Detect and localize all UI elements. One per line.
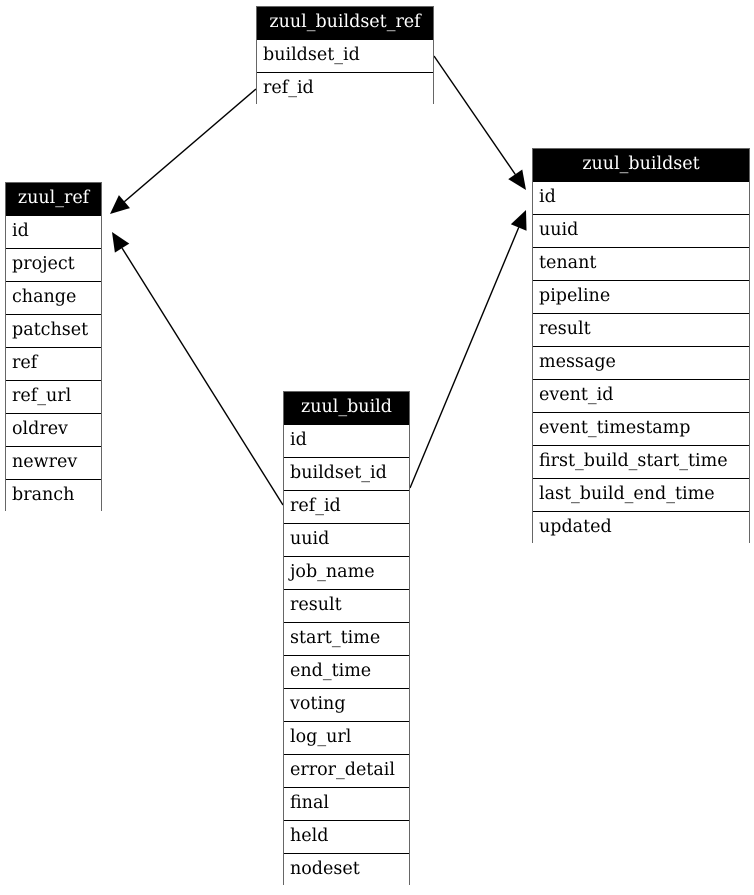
edge-build-to-ref-arrowhead-icon xyxy=(112,232,130,253)
column-zuul_buildset-tenant[interactable]: tenant xyxy=(533,247,749,280)
column-zuul_ref-change[interactable]: change xyxy=(6,281,101,314)
column-zuul_build-voting[interactable]: voting xyxy=(284,688,409,721)
edge-buildset-ref-to-ref xyxy=(110,88,257,214)
column-zuul_build-held[interactable]: held xyxy=(284,820,409,853)
column-zuul_buildset-event_id[interactable]: event_id xyxy=(533,379,749,412)
column-zuul_ref-newrev[interactable]: newrev xyxy=(6,446,101,479)
column-zuul_build-job_name[interactable]: job_name xyxy=(284,556,409,589)
column-zuul_build-ref_id[interactable]: ref_id xyxy=(284,490,409,523)
column-zuul_buildset_ref-ref_id[interactable]: ref_id xyxy=(257,72,433,105)
edge-build-to-ref-line xyxy=(121,247,284,506)
table-title-zuul_ref: zuul_ref xyxy=(6,183,101,215)
edge-buildset-ref-to-buildset-arrowhead-icon xyxy=(508,169,526,190)
column-zuul_ref-ref[interactable]: ref xyxy=(6,347,101,380)
column-zuul_buildset-first_build_start_time[interactable]: first_build_start_time xyxy=(533,445,749,478)
column-zuul_build-result[interactable]: result xyxy=(284,589,409,622)
edge-buildset-ref-to-ref-arrowhead-icon xyxy=(110,195,130,214)
edge-buildset-ref-to-buildset xyxy=(433,55,526,190)
column-zuul_buildset-pipeline[interactable]: pipeline xyxy=(533,280,749,313)
edge-build-to-ref xyxy=(112,232,284,506)
column-zuul_build-buildset_id[interactable]: buildset_id xyxy=(284,457,409,490)
column-zuul_build-id[interactable]: id xyxy=(284,424,409,457)
column-zuul_ref-project[interactable]: project xyxy=(6,248,101,281)
column-zuul_ref-id[interactable]: id xyxy=(6,215,101,248)
column-zuul_build-nodeset[interactable]: nodeset xyxy=(284,853,409,886)
table-title-zuul_buildset_ref: zuul_buildset_ref xyxy=(257,7,433,39)
column-zuul_buildset_ref-buildset_id[interactable]: buildset_id xyxy=(257,39,433,72)
table-title-zuul_build: zuul_build xyxy=(284,392,409,424)
column-zuul_buildset-event_timestamp[interactable]: event_timestamp xyxy=(533,412,749,445)
column-zuul_buildset-last_build_end_time[interactable]: last_build_end_time xyxy=(533,478,749,511)
column-zuul_buildset-result[interactable]: result xyxy=(533,313,749,346)
column-zuul_build-end_time[interactable]: end_time xyxy=(284,655,409,688)
column-zuul_ref-patchset[interactable]: patchset xyxy=(6,314,101,347)
column-zuul_ref-ref_url[interactable]: ref_url xyxy=(6,380,101,413)
edge-build-to-buildset-arrowhead-icon xyxy=(510,210,527,231)
column-zuul_buildset-id[interactable]: id xyxy=(533,181,749,214)
column-zuul_buildset-updated[interactable]: updated xyxy=(533,511,749,544)
column-zuul_build-final[interactable]: final xyxy=(284,787,409,820)
edge-build-to-buildset xyxy=(409,210,527,489)
column-zuul_build-uuid[interactable]: uuid xyxy=(284,523,409,556)
column-zuul_build-error_detail[interactable]: error_detail xyxy=(284,754,409,787)
edge-buildset-ref-to-ref-line xyxy=(123,88,257,203)
edge-buildset-ref-to-buildset-line xyxy=(433,55,516,175)
column-zuul_ref-branch[interactable]: branch xyxy=(6,479,101,512)
column-zuul_ref-oldrev[interactable]: oldrev xyxy=(6,413,101,446)
column-zuul_build-start_time[interactable]: start_time xyxy=(284,622,409,655)
column-zuul_build-log_url[interactable]: log_url xyxy=(284,721,409,754)
column-zuul_buildset-message[interactable]: message xyxy=(533,346,749,379)
edge-build-to-buildset-line xyxy=(409,227,520,489)
table-title-zuul_buildset: zuul_buildset xyxy=(533,149,749,181)
column-zuul_buildset-uuid[interactable]: uuid xyxy=(533,214,749,247)
